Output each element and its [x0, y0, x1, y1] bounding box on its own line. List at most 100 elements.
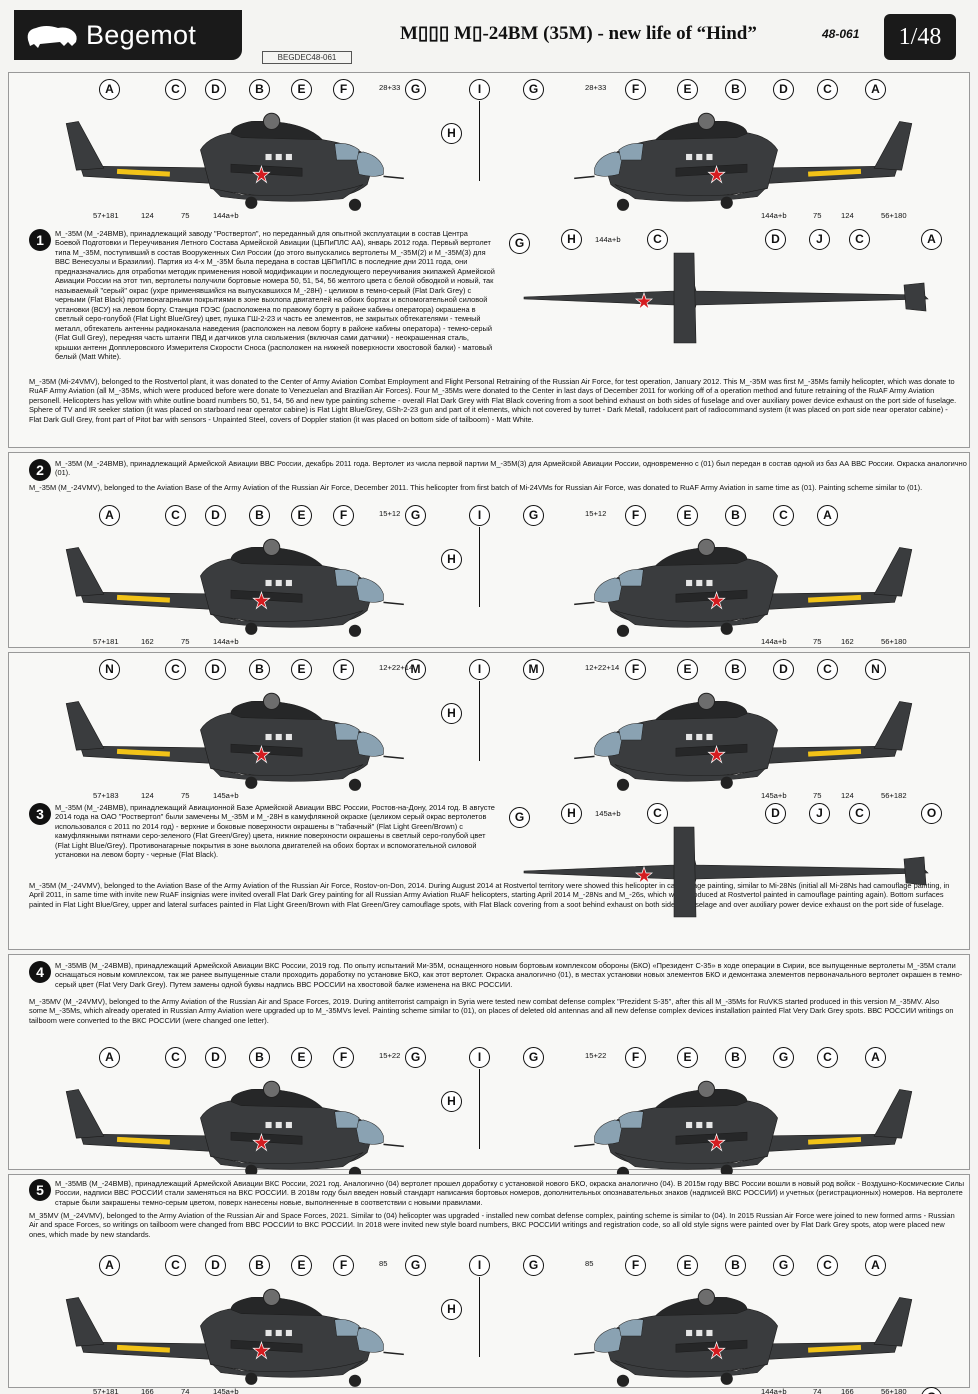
starboard-number-label: 75	[813, 791, 822, 800]
callout-h: H	[441, 1299, 462, 1320]
port-number-label: 145a+b	[213, 1387, 239, 1394]
callout-starboard-2: E	[677, 1047, 698, 1068]
starboard-number-label: 162	[841, 637, 854, 646]
callout-starboard-1: F	[625, 659, 646, 680]
callout-starboard-3: B	[725, 1255, 746, 1276]
callout-starboard-0: G	[523, 79, 544, 100]
helicopter-side-starboard: .b{fill:url(#camo);stroke:#1c1c1c;stroke…	[573, 692, 913, 792]
port-number-label: 144a+b	[213, 637, 239, 646]
callout-starboard-2: E	[677, 505, 698, 526]
callout-starboard-6: A	[865, 1255, 886, 1276]
helicopter-side-starboard: .b{fill:#3a3c3e;stroke:#1c1c1c;stroke-wi…	[573, 1080, 913, 1180]
top-view-callout-1: H	[561, 803, 582, 824]
top-view-callout-6: A	[921, 229, 942, 250]
mid-code-starboard: 28+33	[585, 83, 607, 92]
center-leader-line	[479, 101, 480, 181]
callout-port-2: D	[205, 659, 226, 680]
starboard-number-label: 75	[813, 211, 822, 220]
callout-port-7: I	[469, 659, 490, 680]
callout-port-0: A	[99, 505, 120, 526]
starboard-number-label: 145a+b	[761, 791, 787, 800]
callout-starboard-3: B	[725, 505, 746, 526]
callout-port-5: F	[333, 79, 354, 100]
callout-port-4: E	[291, 659, 312, 680]
sheet-title: M▯▯▯ M▯-24BM (35M) - new life of “Hind”	[400, 23, 757, 44]
variant-section-2: .b{fill:#3a3c3e;stroke:#1c1c1c;stroke-wi…	[8, 452, 970, 648]
callout-port-3: B	[249, 1255, 270, 1276]
variant-section-5: .b{fill:#3a3c3e;stroke:#1c1c1c;stroke-wi…	[8, 1174, 970, 1394]
header: Begemot BEGDEC48-061 M▯▯▯ M▯-24BM (35M) …	[0, 0, 978, 68]
callout-port-0: A	[99, 79, 120, 100]
description-ru: М_-35МВ (М_-24ВМВ), принадлежащий Армейс…	[55, 1179, 965, 1207]
port-number-label: 57+181	[93, 637, 119, 646]
description-en: M_35MV (M_-24VMV), belonged to the Army …	[29, 1211, 955, 1239]
top-view-callout-3: D	[765, 229, 786, 250]
callout-starboard-5: C	[817, 659, 838, 680]
callout-starboard-3: B	[725, 1047, 746, 1068]
helicopter-side-port: .b{fill:#3a3c3e;stroke:#1c1c1c;stroke-wi…	[65, 1080, 405, 1180]
mid-code-port: 15+22	[379, 1051, 401, 1060]
callout-starboard-2: E	[677, 1255, 698, 1276]
description-ru: М_-35М (М_-24ВМВ), принадлежащий Авиацио…	[55, 803, 495, 860]
helicopter-top-view: .b{fill:#c9d8e4;stroke:#1c1c1c;stroke-wi…	[523, 826, 929, 918]
variant-section-1: .b{fill:#3a3c3e;stroke:#1c1c1c;stroke-wi…	[8, 72, 970, 448]
callout-starboard-1: F	[625, 79, 646, 100]
starboard-number-label: 56+182	[881, 791, 907, 800]
starboard-number-label: 56+180	[881, 637, 907, 646]
port-number-label: 145a+b	[213, 791, 239, 800]
helicopter-side-starboard: .b{fill:#3a3c3e;stroke:#1c1c1c;stroke-wi…	[573, 538, 913, 638]
callout-port-4: E	[291, 79, 312, 100]
port-number-label: 57+181	[93, 1387, 119, 1394]
mid-code-starboard: 85	[585, 1259, 594, 1268]
top-view-callout-2: C	[647, 803, 668, 824]
top-view-callout-0: G	[509, 807, 530, 828]
callout-starboard-0: M	[523, 659, 544, 680]
starboard-number-label: 124	[841, 211, 854, 220]
helicopter-side-port: .b{fill:#3a3c3e;stroke:#1c1c1c;stroke-wi…	[65, 112, 405, 212]
callout-starboard-3: B	[725, 659, 746, 680]
callout-port-2: D	[205, 79, 226, 100]
helicopter-side-port: .b{fill:#3a3c3e;stroke:#1c1c1c;stroke-wi…	[65, 1288, 405, 1388]
callout-starboard-5: C	[817, 79, 838, 100]
callout-starboard-0: G	[523, 1255, 544, 1276]
starboard-number-label: 75	[813, 637, 822, 646]
brand-name: Begemot	[86, 20, 197, 50]
callout-port-1: C	[165, 505, 186, 526]
callout-port-2: D	[205, 1047, 226, 1068]
helicopter-top-view: .b{fill:#3a3c3e;stroke:#1c1c1c;stroke-wi…	[523, 252, 929, 344]
port-number-label: 57+181	[93, 211, 119, 220]
callout-port-4: E	[291, 1255, 312, 1276]
mid-code-starboard: 12+22+14	[585, 663, 620, 672]
helicopter-side-port: .b{fill:url(#camo);stroke:#1c1c1c;stroke…	[65, 692, 405, 792]
callout-port-0: N	[99, 659, 120, 680]
callout-starboard-6: A	[865, 1047, 886, 1068]
callout-port-6: G	[405, 1255, 426, 1276]
callout-starboard-5: C	[817, 1047, 838, 1068]
center-leader-line	[479, 527, 480, 607]
callout-port-7: I	[469, 505, 490, 526]
description-en: M_-35MV (M_-24VMV), belonged to the Army…	[29, 997, 954, 1025]
step-number: 1	[29, 229, 51, 251]
port-number-label: 124	[141, 211, 154, 220]
mid-code-port: 12+22+14	[379, 663, 414, 672]
callout-starboard-4: D	[773, 659, 794, 680]
callout-port-1: C	[165, 1047, 186, 1068]
helicopter-side-starboard: .b{fill:#3a3c3e;stroke:#1c1c1c;stroke-wi…	[573, 1288, 913, 1388]
port-number-label: 124	[141, 791, 154, 800]
center-leader-line	[479, 681, 480, 761]
callout-port-7: I	[469, 79, 490, 100]
helicopter-side-port: .b{fill:#3a3c3e;stroke:#1c1c1c;stroke-wi…	[65, 538, 405, 638]
callout-starboard-1: F	[625, 1047, 646, 1068]
starboard-number-label: 56+180	[881, 1387, 907, 1394]
callout-starboard-1: F	[625, 505, 646, 526]
brand-logo: Begemot	[14, 10, 242, 60]
callout-starboard-6: A	[865, 79, 886, 100]
callout-port-3: B	[249, 505, 270, 526]
mid-code-starboard: 15+12	[585, 509, 607, 518]
callout-port-7: I	[469, 1047, 490, 1068]
description-ru: М_-35М (М_-24ВМВ), принадлежащий Армейск…	[55, 459, 967, 478]
top-view-callout-2: C	[647, 229, 668, 250]
top-view-callout-4: J	[809, 229, 830, 250]
callout-port-4: E	[291, 1047, 312, 1068]
port-number-label: 57+183	[93, 791, 119, 800]
